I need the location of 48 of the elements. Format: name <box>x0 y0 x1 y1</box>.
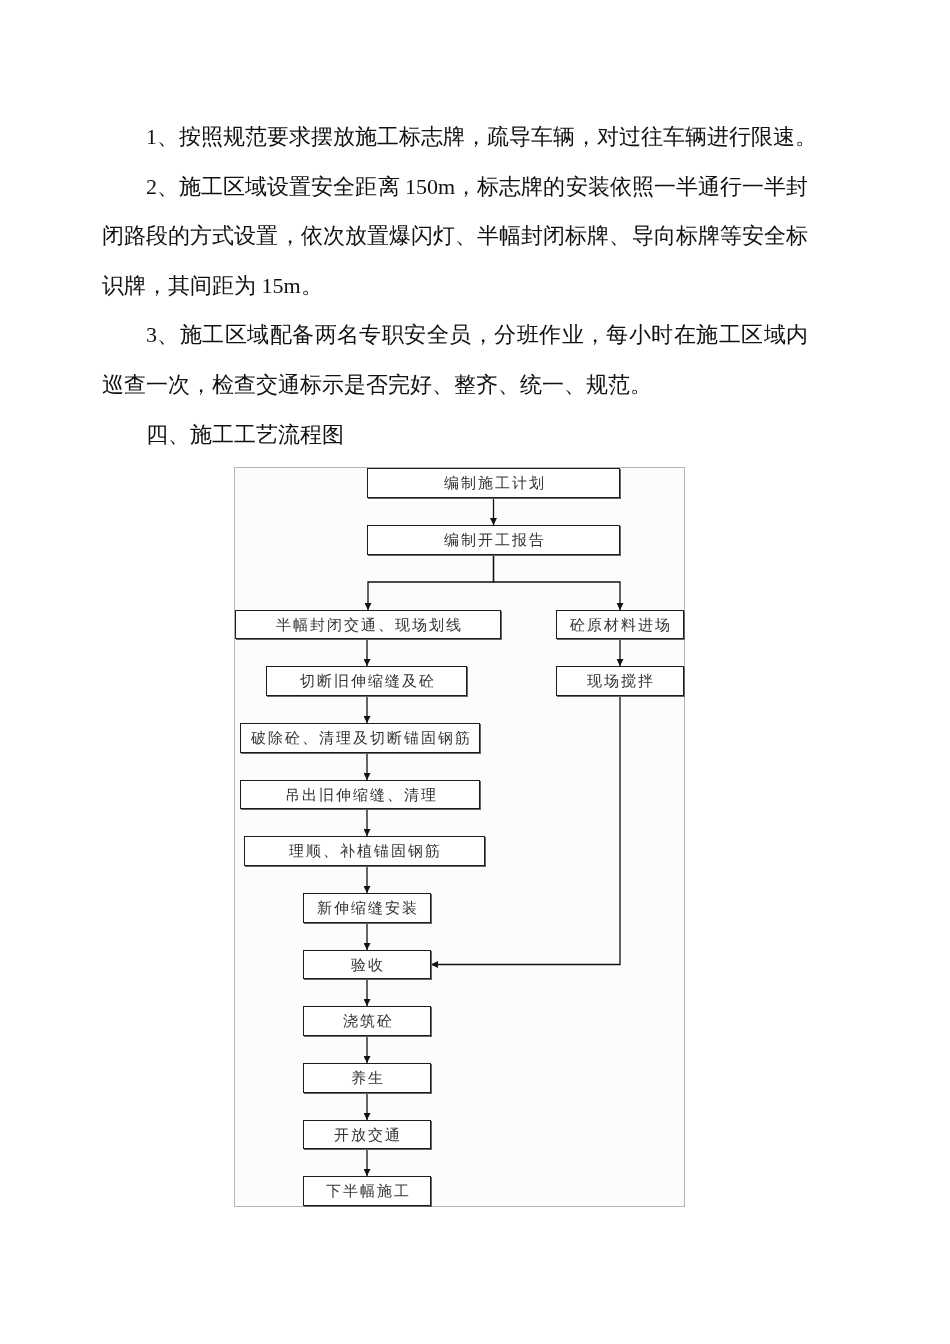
step-label: 砼原材料进场 <box>569 615 672 634</box>
process-box <box>240 780 480 809</box>
step-label: 验收 <box>350 955 385 974</box>
process-box <box>303 1006 431 1036</box>
process-box <box>556 666 684 696</box>
arrow <box>363 638 371 667</box>
step-label: 浇筑砼 <box>341 1012 394 1030</box>
process-box <box>240 723 480 753</box>
step-label: 下半幅施工 <box>324 1182 411 1200</box>
process-box <box>303 1063 431 1093</box>
arrow <box>363 865 371 894</box>
arrow <box>363 695 371 724</box>
paragraph: 1、按照规范要求摆放施工标志牌，疏导车辆，对过往车辆进行限速。 <box>145 123 818 151</box>
paragraph: 2、施工区域设置安全距离 150m，标志牌的安装依照一半通行一半封闭路段的方式设置，依次放置爆闪灯、半幅封闭标牌、导向标牌等安全标识牌，其间距为 15m。 <box>102 172 808 300</box>
step-label: 开放交通 <box>333 1125 402 1144</box>
step-label: 吊出旧伸缩缝、清理 <box>283 785 438 804</box>
process-box <box>266 666 467 696</box>
step-label: 半幅封闭交通、现场划线 <box>274 615 463 634</box>
arrow <box>363 978 371 1007</box>
arrow <box>363 922 371 951</box>
arrow <box>490 497 497 526</box>
step-label: 理顺、补植锚固钢筋 <box>288 842 442 860</box>
process-box <box>244 836 485 866</box>
arrow <box>430 695 621 968</box>
process-box <box>303 893 431 923</box>
step-label: 新伸缩缝安装 <box>316 899 419 917</box>
step-label: 现场搅拌 <box>586 672 655 690</box>
step-label: 编制开工报告 <box>442 531 546 549</box>
process-box <box>235 610 501 639</box>
process-box <box>303 950 431 979</box>
arrow <box>363 1148 371 1177</box>
step-label: 编制施工计划 <box>442 474 546 492</box>
step-label: 切断旧伸缩缝及砼 <box>298 672 436 690</box>
step-label: 养生 <box>350 1069 385 1087</box>
paragraph: 3、施工区域配备两名专职安全员，分班作业，每小时在施工区域内巡查一次，检查交通标示是否完好、整齐、统一、规范。 <box>102 321 808 399</box>
section-heading: 四、施工工艺流程图 <box>145 420 345 449</box>
process-box <box>303 1120 431 1149</box>
process-box <box>367 468 620 498</box>
process-box <box>367 525 620 555</box>
process-box <box>556 610 684 639</box>
process-box <box>303 1176 431 1206</box>
arrow <box>363 1092 371 1121</box>
step-label: 破除砼、清理及切断锚固钢筋 <box>249 729 472 747</box>
arrow <box>492 554 624 611</box>
arrow <box>363 752 371 781</box>
arrow <box>616 638 624 667</box>
arrow <box>363 1035 371 1064</box>
arrow <box>363 808 371 837</box>
